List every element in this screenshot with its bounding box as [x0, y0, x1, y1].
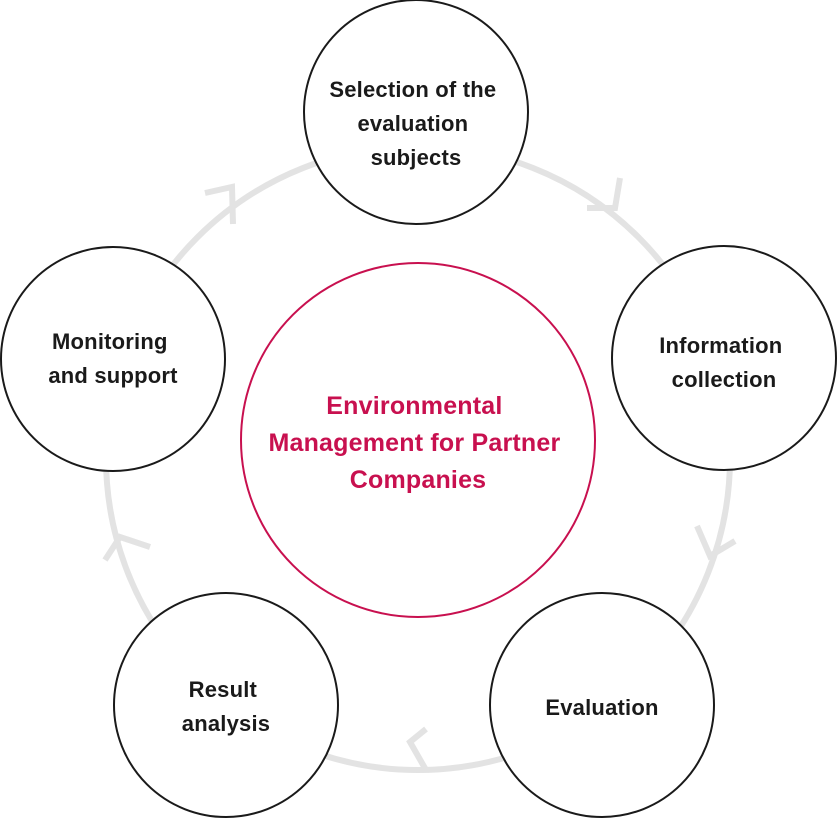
step-circle-evaluation	[489, 592, 715, 818]
step-label-evaluation-line-1: Evaluation	[545, 695, 658, 720]
center-title-line-2: Management for Partner	[268, 429, 560, 457]
center-node: Environmental Management for Partner Com…	[240, 262, 596, 618]
step-circle-selection	[303, 0, 529, 225]
flow-arrow-icon-5	[204, 183, 236, 225]
step-label-monitoring-line-2: and support	[48, 363, 178, 388]
step-label-selection-line-1: Selection of the	[329, 77, 496, 102]
step-node-monitoring: Monitoring and support	[0, 246, 226, 472]
center-title: Environmental Management for Partner Com…	[268, 392, 567, 494]
step-label-information: Information collection	[659, 333, 789, 392]
step-label-selection-line-2: evaluation	[357, 111, 468, 136]
flow-arrow-icon-2	[694, 524, 737, 561]
step-label-result-line-2: analysis	[182, 711, 270, 736]
flow-arrow-icon-1	[587, 177, 623, 211]
step-node-evaluation: Evaluation	[489, 592, 715, 818]
step-node-selection: Selection of the evaluation subjects	[303, 0, 529, 225]
step-label-monitoring: Monitoring and support	[48, 329, 178, 388]
step-label-monitoring-line-1: Monitoring	[52, 329, 168, 354]
flow-arrow-icon-4	[102, 533, 151, 562]
step-label-information-line-2: collection	[672, 367, 777, 392]
step-label-information-line-1: Information	[659, 333, 782, 358]
flow-arrow-icon-3	[406, 726, 429, 772]
flow-arrows	[102, 177, 737, 772]
step-circle-information	[611, 245, 837, 471]
center-circle	[240, 262, 596, 618]
center-title-line-3: Companies	[350, 466, 487, 494]
step-node-information: Information collection	[611, 245, 837, 471]
step-circle-monitoring	[0, 246, 226, 472]
step-label-selection-line-3: subjects	[371, 145, 462, 170]
step-label-evaluation: Evaluation	[545, 695, 658, 720]
step-label-selection: Selection of the evaluation subjects	[329, 77, 502, 170]
step-label-result: Result analysis	[182, 677, 270, 736]
center-title-line-1: Environmental	[326, 392, 502, 420]
step-label-result-line-1: Result	[189, 677, 258, 702]
step-circle-result	[113, 592, 339, 818]
step-node-result: Result analysis	[113, 592, 339, 818]
